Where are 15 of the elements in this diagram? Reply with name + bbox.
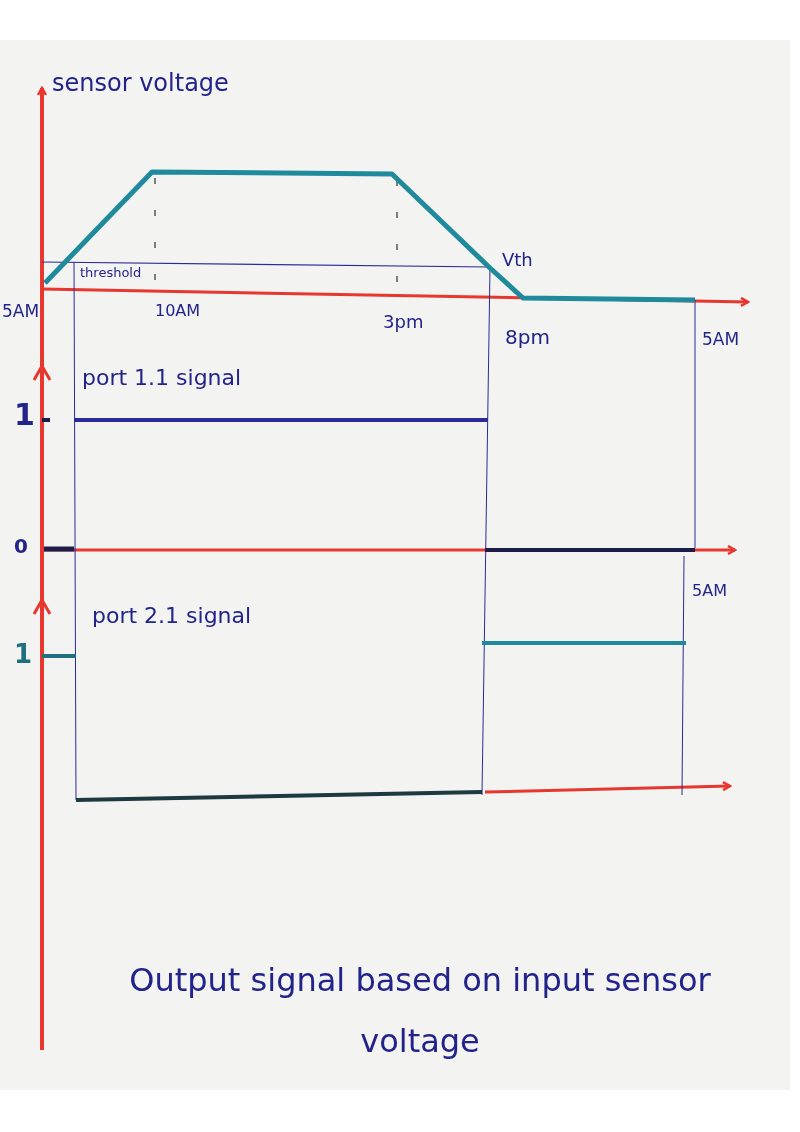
- axis-label: threshold: [80, 266, 142, 281]
- time-label: 3pm: [383, 312, 424, 332]
- level-label: 1: [14, 398, 35, 431]
- axis-label: sensor voltage: [52, 70, 229, 97]
- time-label: 5AM: [702, 330, 740, 349]
- threshold-label: Vth: [502, 250, 533, 270]
- time-label: 5AM: [692, 582, 727, 600]
- signal-label: port 2.1 signal: [92, 604, 252, 629]
- level-label: 1: [14, 640, 33, 669]
- time-label: 8pm: [505, 326, 550, 348]
- caption: Output signal based on input sensor voltage: [128, 960, 712, 1062]
- time-label: 10AM: [155, 302, 201, 320]
- level-label: 0: [14, 535, 28, 557]
- signal-label: port 1.1 signal: [82, 366, 242, 391]
- time-label: 5AM: [2, 302, 40, 321]
